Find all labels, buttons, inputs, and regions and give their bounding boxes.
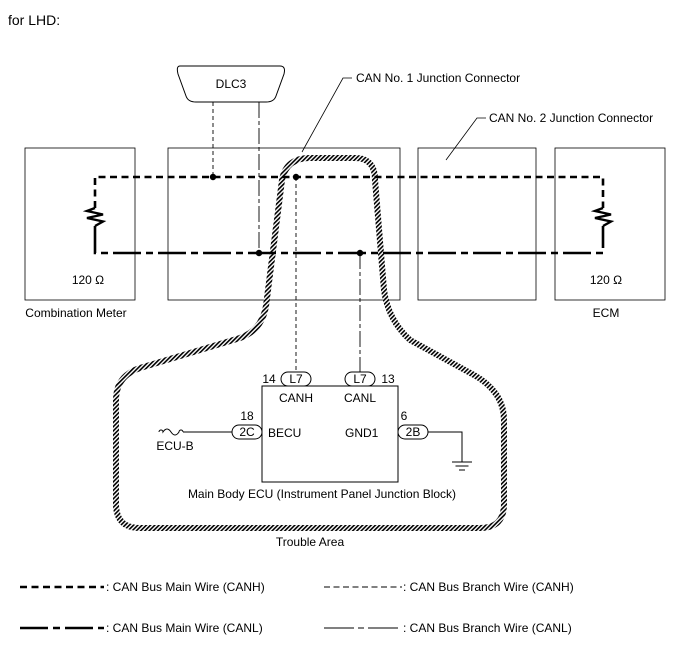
canh-main-wire <box>93 175 605 208</box>
can-j2-box <box>417 147 537 301</box>
pin-becu-label: BECU <box>268 426 301 440</box>
ground-wire <box>428 431 463 462</box>
resistor-right-icon <box>590 206 615 228</box>
junction-dot <box>209 173 217 181</box>
connector-l7-canl-label: L7 <box>353 372 367 386</box>
connector-2c <box>231 424 263 440</box>
ecm-box <box>554 147 666 301</box>
connector-2b-label: 2B <box>406 425 421 439</box>
can-j2-label: CAN No. 2 Junction Connector <box>489 111 653 125</box>
pin-canl-number: 13 <box>381 372 395 386</box>
fuse-icon <box>158 428 184 436</box>
pin-gnd-number: 6 <box>401 409 408 423</box>
junction-dot <box>292 173 300 181</box>
ecub-label: ECU-B <box>156 439 193 453</box>
connector-l7-canh-label: L7 <box>289 372 303 386</box>
can-j2-leader <box>445 117 486 161</box>
legend-branch-canl-label: : CAN Bus Branch Wire (CANL) <box>403 621 572 635</box>
legend-branch-canh-label: : CAN Bus Branch Wire (CANH) <box>403 580 574 594</box>
can-j1-leader <box>301 77 352 153</box>
combination-meter-box <box>24 147 136 301</box>
combination-meter-label: Combination Meter <box>25 306 126 320</box>
dlc3-connector <box>176 65 285 103</box>
connector-l7-canl <box>344 371 376 387</box>
junction-dot <box>356 249 364 257</box>
pin-canh-label: CANH <box>279 391 313 405</box>
can-j1-label: CAN No. 1 Junction Connector <box>356 71 520 85</box>
pin-gnd-label: GND1 <box>345 426 379 440</box>
connector-2c-label: 2C <box>239 425 255 439</box>
pin-canl-label: CANL <box>344 391 376 405</box>
legend-main-canh-label: : CAN Bus Main Wire (CANH) <box>106 580 265 594</box>
canl-main-wire <box>93 226 605 255</box>
main-body-ecu-label: Main Body ECU (Instrument Panel Junction… <box>188 487 456 501</box>
dlc3-label: DLC3 <box>216 77 247 91</box>
trouble-area-outline <box>113 155 507 531</box>
resistor-left-icon <box>82 206 107 228</box>
resistor-right-label: 120 Ω <box>590 273 622 287</box>
pin-canh-number: 14 <box>262 372 276 386</box>
resistor-left-label: 120 Ω <box>72 273 104 287</box>
diagram-title: for LHD: <box>8 12 60 28</box>
pin-becu-number: 18 <box>240 409 254 423</box>
legend-main-canl-label: : CAN Bus Main Wire (CANL) <box>106 621 263 635</box>
trouble-area-label: Trouble Area <box>276 535 345 549</box>
can-j1-box <box>167 147 401 301</box>
junction-dot <box>255 249 263 257</box>
ground-icon <box>452 461 472 471</box>
connector-l7-canh <box>280 371 312 387</box>
ecm-label: ECM <box>593 306 620 320</box>
